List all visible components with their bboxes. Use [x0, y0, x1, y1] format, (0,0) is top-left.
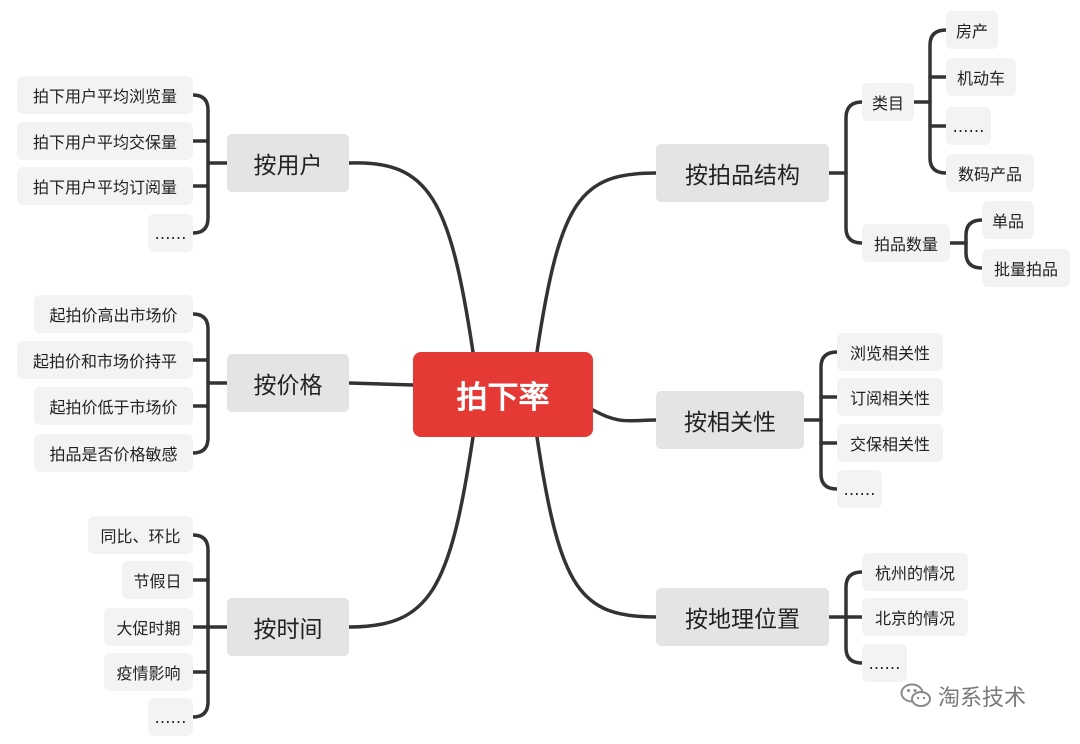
leaf-price-sensitive[interactable]: 拍品是否价格敏感 [34, 434, 193, 472]
branch-by-price[interactable]: 按价格 [227, 354, 349, 412]
wechat-icon [900, 683, 931, 707]
branch-by-location[interactable]: 按地理位置 [656, 588, 829, 646]
branch-by-time[interactable]: 按时间 [227, 598, 349, 656]
leaf-time-ellipsis[interactable]: …… [148, 698, 193, 736]
leaf-category-real-estate[interactable]: 房产 [946, 11, 998, 49]
leaf-user-avg-views[interactable]: 拍下用户平均浏览量 [17, 76, 193, 114]
branch-by-item-structure[interactable]: 按拍品结构 [656, 144, 829, 202]
leaf-quantity-single[interactable]: 单品 [982, 201, 1034, 239]
leaf-user-avg-deposits[interactable]: 拍下用户平均交保量 [17, 122, 193, 160]
branch-by-user[interactable]: 按用户 [227, 134, 349, 192]
watermark-text: 淘系技术 [938, 686, 1027, 711]
leaf-relevance-subscribe[interactable]: 订阅相关性 [837, 378, 943, 416]
leaf-category-digital[interactable]: 数码产品 [946, 154, 1034, 192]
leaf-time-yoy-mom[interactable]: 同比、环比 [88, 516, 193, 554]
leaf-geo-hangzhou[interactable]: 杭州的情况 [862, 553, 968, 591]
branch-by-relevance[interactable]: 按相关性 [656, 391, 804, 449]
watermark: 淘系技术 [900, 676, 1050, 716]
leaf-price-below-market[interactable]: 起拍价低于市场价 [34, 387, 193, 425]
leaf-relevance-deposit[interactable]: 交保相关性 [837, 424, 943, 462]
leaf-time-epidemic[interactable]: 疫情影响 [104, 653, 193, 691]
sub-branch-category[interactable]: 类目 [862, 83, 914, 121]
leaf-price-above-market[interactable]: 起拍价高出市场价 [34, 295, 193, 333]
leaf-relevance-browse[interactable]: 浏览相关性 [837, 333, 943, 371]
leaf-time-promotions[interactable]: 大促时期 [104, 608, 193, 646]
leaf-category-vehicles[interactable]: 机动车 [946, 58, 1016, 96]
leaf-user-avg-subscriptions[interactable]: 拍下用户平均订阅量 [17, 167, 193, 205]
leaf-price-equal-market[interactable]: 起拍价和市场价持平 [17, 341, 193, 379]
leaf-category-ellipsis[interactable]: …… [946, 107, 991, 145]
sub-branch-item-quantity[interactable]: 拍品数量 [862, 224, 950, 262]
center-node[interactable]: 拍下率 [413, 352, 593, 437]
leaf-time-holidays[interactable]: 节假日 [122, 561, 193, 599]
leaf-relevance-ellipsis[interactable]: …… [837, 470, 882, 508]
leaf-geo-ellipsis[interactable]: …… [862, 644, 907, 682]
leaf-user-ellipsis[interactable]: …… [148, 214, 193, 252]
leaf-quantity-batch[interactable]: 批量拍品 [982, 249, 1070, 287]
leaf-geo-beijing[interactable]: 北京的情况 [862, 598, 968, 636]
